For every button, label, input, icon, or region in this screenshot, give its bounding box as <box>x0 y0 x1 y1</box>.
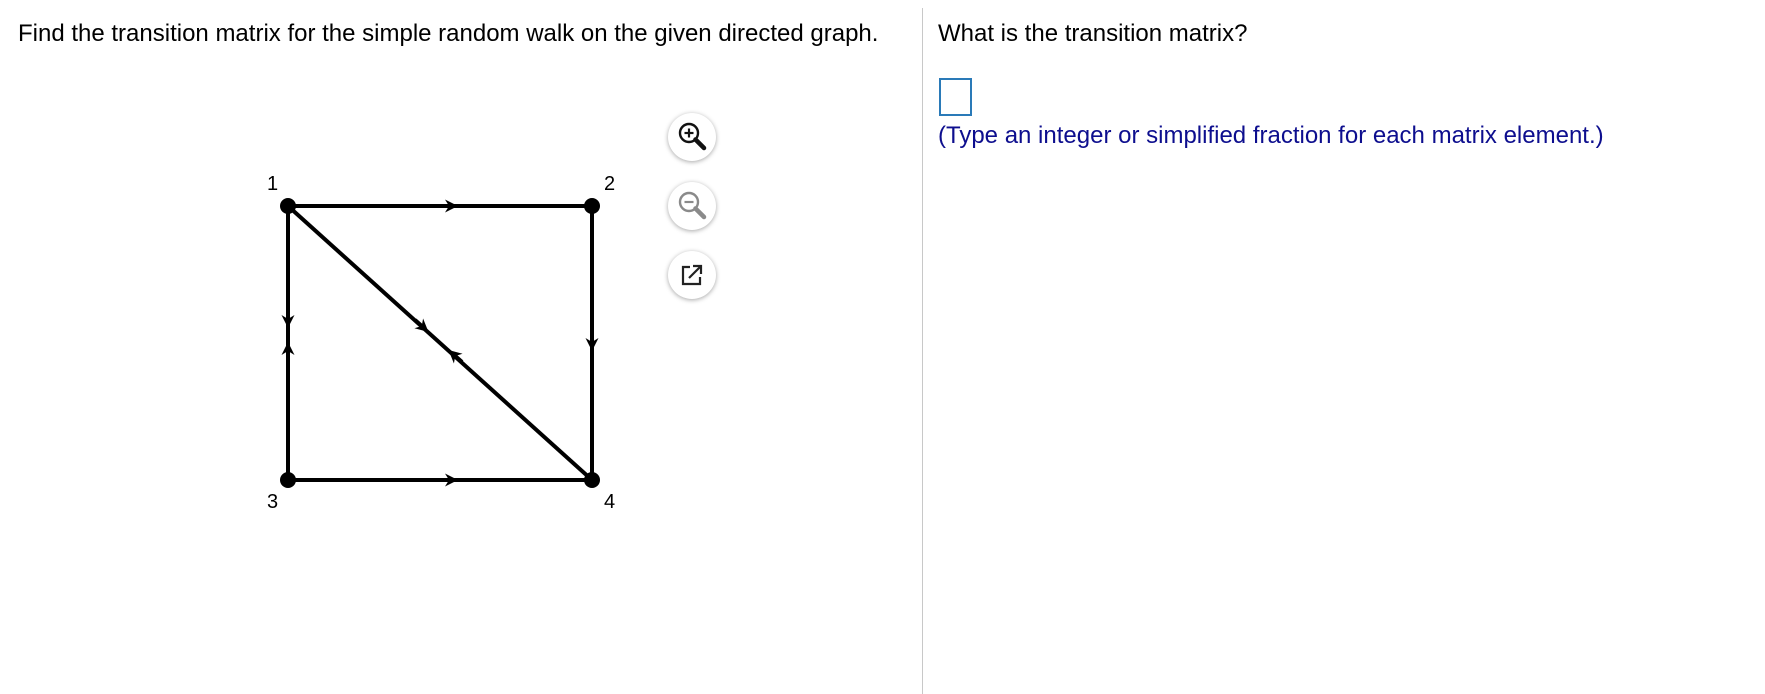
question-text: Find the transition matrix for the simpl… <box>18 20 879 47</box>
directed-graph: 1 2 3 4 <box>267 173 615 513</box>
question-pane: Find the transition matrix for the simpl… <box>18 20 879 513</box>
edge-1-4 <box>286 204 594 482</box>
edge-1-4-arrow <box>413 318 429 332</box>
pane-divider <box>922 8 923 694</box>
node-label-3: 3 <box>267 491 278 513</box>
edge-4-1-arrow <box>448 350 464 364</box>
node-2 <box>584 198 600 214</box>
node-label-2: 2 <box>604 173 615 195</box>
popout-button[interactable] <box>668 251 716 299</box>
node-3 <box>280 472 296 488</box>
zoom-in-button[interactable] <box>668 113 716 161</box>
node-1 <box>280 198 296 214</box>
answer-prompt: What is the transition matrix? <box>938 20 1248 47</box>
magnifier-plus-icon <box>678 122 707 151</box>
node-label-1: 1 <box>267 173 278 195</box>
answer-hint: (Type an integer or simplified fraction … <box>938 122 1604 149</box>
node-label-4: 4 <box>604 491 615 513</box>
zoom-out-button[interactable] <box>668 182 716 230</box>
answer-pane: What is the transition matrix? (Type an … <box>923 0 1765 694</box>
matrix-answer-input[interactable] <box>939 78 972 116</box>
external-link-icon <box>681 264 703 286</box>
magnifier-minus-icon <box>678 191 707 220</box>
node-4 <box>584 472 600 488</box>
